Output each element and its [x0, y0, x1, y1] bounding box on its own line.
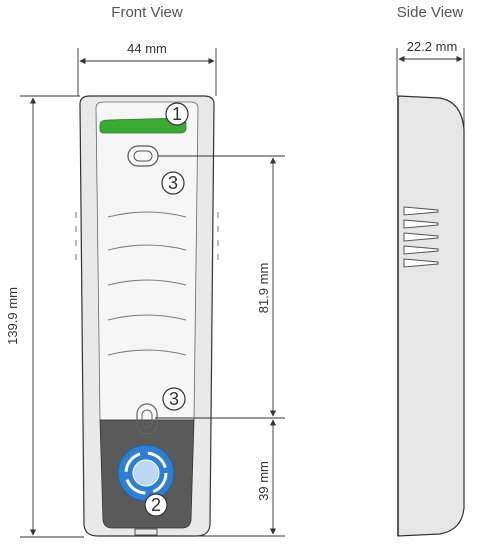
lower-section-dimension: [196, 419, 285, 537]
led-indicator: [99, 117, 187, 134]
front-view: [75, 95, 219, 537]
callout-button: 2: [144, 493, 168, 517]
side-vents: [403, 206, 439, 268]
side-depth-label: 22.2 mm: [407, 39, 458, 54]
bottom-tab: [134, 528, 158, 536]
upper-section-dimension: [155, 155, 285, 419]
front-view-title: Front View: [111, 4, 183, 21]
callout-sensor-bottom: 3: [162, 387, 186, 411]
callout-led: 1: [165, 102, 189, 126]
side-view: [397, 95, 465, 537]
front-face: [95, 101, 199, 421]
front-width-label: 44 mm: [127, 41, 167, 56]
callout-sensor-top: 3: [161, 171, 185, 195]
bottom-sensor: [136, 403, 158, 435]
callout-sensor-top-label: 3: [168, 173, 178, 193]
callout-led-label: 1: [172, 104, 182, 124]
callout-button-label: 2: [151, 495, 161, 515]
upper-section-label: 81.9 mm: [256, 263, 271, 314]
side-view-title: Side View: [397, 4, 464, 21]
front-height-dimension: [20, 95, 84, 538]
side-grip-marks: [75, 212, 219, 260]
front-height-label: 139.9 mm: [5, 287, 20, 345]
face-ridges: [107, 211, 187, 356]
side-housing: [397, 95, 465, 537]
side-depth-dimension: [396, 48, 465, 128]
lower-section-label: 39 mm: [256, 461, 271, 501]
front-width-dimension: [77, 48, 217, 96]
callout-sensor-bottom-label: 3: [169, 389, 179, 409]
blue-button: [117, 444, 175, 502]
